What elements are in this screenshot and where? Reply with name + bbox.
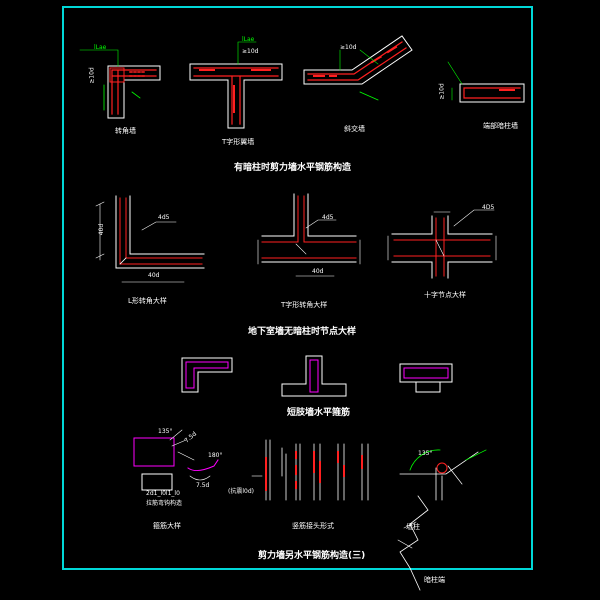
l-dim-40d-h: 40d — [148, 272, 160, 279]
t-corner-detail — [257, 193, 361, 277]
corner-wall-detail — [79, 49, 161, 119]
short-wall-hoop-1 — [181, 357, 233, 393]
t-dim-40d: 40d — [312, 268, 324, 275]
l-corner-label: L形转角大样 — [128, 297, 167, 305]
hoop-note-1: 2d1_l0l1_l0 — [146, 490, 180, 497]
lae-dim-2: lLae — [242, 36, 255, 43]
splice-form-label: 竖筋接头形式 — [292, 522, 334, 530]
d10-dim-4: ≥10d — [438, 83, 446, 100]
dia-135: 135° — [418, 450, 433, 457]
lap-note: (抗震l0d) — [228, 488, 254, 495]
corner-wall-label: 转角墙 — [115, 127, 136, 135]
cross-dim-4d5: 4D5 — [482, 204, 495, 211]
anchor-label-2: 暗柱端 — [424, 576, 445, 584]
t-corner-label: T字形转角大样 — [281, 301, 328, 309]
short-wall-hoop-2 — [281, 355, 347, 397]
sheet-title: 剪力墙另水平钢筋构造(三) — [258, 551, 366, 561]
t-dim-4d5: 4d5 — [322, 214, 334, 221]
end-column-wall-label: 端部暗柱墙 — [483, 122, 518, 130]
l-dim-40d-v: 40d — [98, 223, 106, 236]
oblique-wall-label: 斜交墙 — [344, 125, 365, 133]
anchorage-detail — [397, 449, 487, 591]
drawing-frame — [62, 6, 533, 570]
angle-135: 135° — [158, 428, 173, 435]
t-wall-label: T字形翼墙 — [222, 138, 255, 146]
anchor-label: 墙柱 — [406, 523, 420, 531]
l-corner-detail — [95, 195, 205, 283]
d10-dim-1: ≥10d — [88, 67, 96, 84]
section1-title: 有暗柱时剪力墙水平钢筋构造 — [234, 163, 352, 173]
hook-detail-label: 箍筋大样 — [153, 522, 181, 530]
section3-title: 短肢墙水平箍筋 — [287, 408, 351, 418]
t-wall-detail — [189, 41, 283, 129]
end-column-wall-detail — [447, 61, 525, 103]
d10-dim-2: ≥10d — [242, 48, 259, 55]
l-dim-4d5: 4d5 — [158, 214, 170, 221]
hoop-180: 180° — [208, 452, 223, 459]
length-7-5d-2: 7.5d — [196, 482, 210, 489]
cross-node-label: 十字节点大样 — [424, 291, 466, 299]
hook-detail — [133, 429, 219, 491]
oblique-wall-detail — [303, 35, 413, 101]
section2-title: 地下室墙无暗柱时节点大样 — [248, 327, 357, 337]
cross-node-detail — [387, 209, 497, 279]
hoop-note-2: 拉筋弯钩构造 — [146, 500, 183, 507]
d10-dim-3: ≥10d — [340, 44, 357, 51]
splice-forms — [251, 439, 369, 501]
short-wall-hoop-3 — [399, 363, 453, 393]
lae-dim-1: lLae — [94, 44, 107, 51]
